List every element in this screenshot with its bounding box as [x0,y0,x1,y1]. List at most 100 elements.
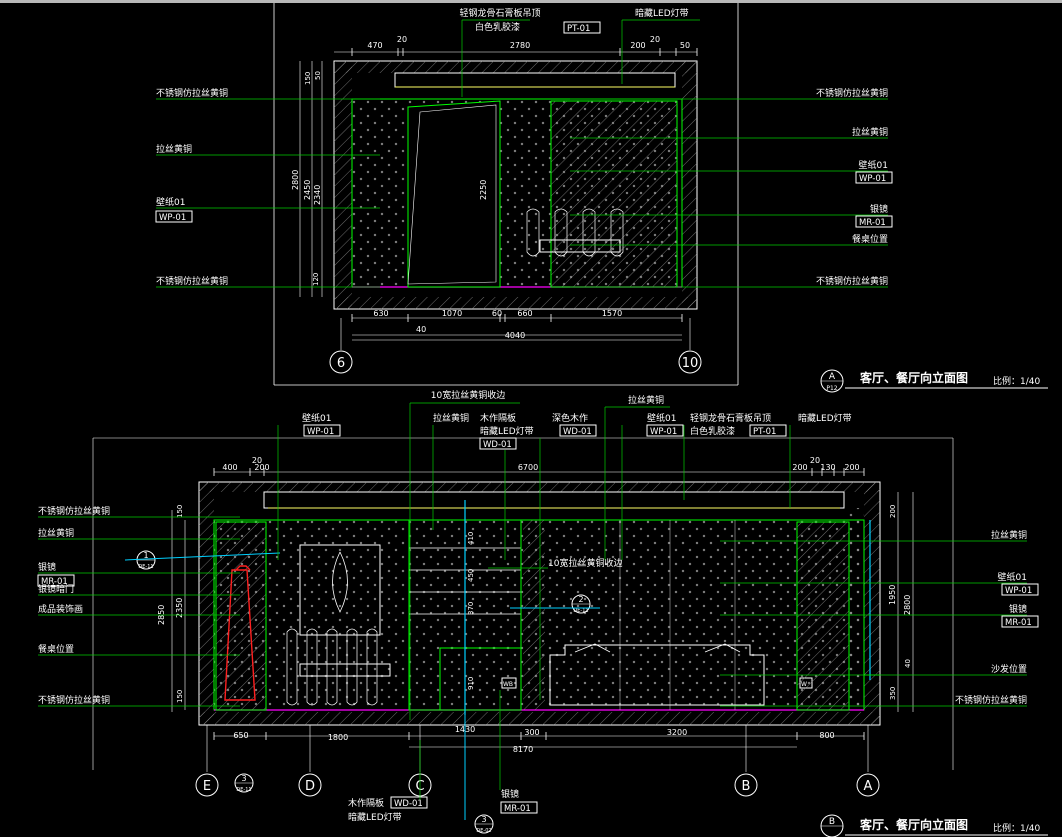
top-right-code: WP-01 [859,174,886,184]
bot-section-mark-num: 3 [241,774,246,783]
top-door [407,100,501,288]
top-dim-top-value: 20 [397,35,407,44]
bot-dim-top-value: 130 [820,463,835,472]
top-right-label: 不锈钢仿拉丝黄铜 [816,275,888,287]
bot-dining-chair [366,628,378,706]
bot-dim-bottom-value: 300 [524,728,539,737]
bot-callout-brass-edge: 10宽拉丝黄铜收边 [431,389,505,401]
top-dining-chair [610,208,624,257]
bot-red-lamp [224,565,256,701]
bot-dining-chair [286,628,298,706]
bot-sofa [549,644,765,706]
bot-dim-v-2800: 2800 [903,595,912,615]
bot-callout-shelf-2: 暗藏LED灯带 [480,425,534,437]
bot-callout-brass-2: 拉丝黄铜 [628,394,664,406]
bot-section-mark-ref: DE-11 [138,564,153,570]
bot-callout-ceiling-code-box [749,424,787,437]
bot-axis-label: E [203,779,211,794]
bot-dim-v-200: 200 [889,505,897,518]
top-dim-bottom-value: 60 [492,309,502,318]
top-axis-bubble [678,350,702,374]
bot-dark-wood [523,520,545,710]
bot-axis-bubble [856,773,880,797]
top-right-label: 壁纸01 [859,159,888,171]
bot-callout-dark-wood-code: WD-01 [563,427,592,437]
bot-right-edge-strip [849,508,864,710]
top-left-label: 拉丝黄铜 [156,143,192,155]
top-dim-v-2450: 2450 [303,180,312,200]
bot-callout-ceiling-2: 白色乳胶漆 [690,425,735,437]
top-dim-top-value: 50 [680,41,690,50]
bot-right-label: 不锈钢仿拉丝黄铜 [955,694,1027,706]
bot-section-mark-ref: DE-11 [573,608,588,614]
top-title-ref: P12 [826,385,837,392]
top-title-scale: 比例：1/40 [993,375,1040,387]
top-dim-v-150: 150 [304,72,312,85]
bot-bottom-callout-shelf: 木作隔板 [348,797,384,809]
top-axis-bubble [329,350,353,374]
top-dim-top-value: 20 [650,35,660,44]
bot-dim-bottom-value: 650 [233,731,248,740]
top-callout-ceiling-1: 轻钢龙骨石膏板吊顶 [459,7,540,19]
bot-dim-sub: 8170 [513,745,533,754]
bot-callout-wp-code-box [646,424,684,437]
bot-left-label: 不锈钢仿拉丝黄铜 [38,694,110,706]
bot-dim-v-1950: 1950 [888,585,897,605]
bot-axis-label: B [742,779,751,794]
bot-axis-bubble [195,773,219,797]
bot-bottom-callout-shelf-code-box [390,796,428,809]
top-right-label: 不锈钢仿拉丝黄铜 [816,87,888,99]
top-dim-bottom-value: 630 [373,309,388,318]
top-dim-v-2340: 2340 [313,185,322,205]
bot-ceiling-slab [199,482,880,492]
top-dim-bottom-value: 660 [517,309,532,318]
top-ceiling-slab [334,61,697,73]
top-callout-ceiling-code-box [563,21,601,34]
bot-title-scale: 比例：1/40 [993,822,1040,834]
top-dim-v-120: 120 [312,273,320,286]
bot-callout-shelf-1: 木作隔板 [480,412,516,424]
bot-left-code-box [37,574,75,587]
bot-section-mark-num: 2 [578,595,583,604]
bot-right-wall [864,482,880,725]
top-right-wall [682,61,697,309]
bot-dim-top-value: 400 [222,463,237,472]
bot-floor-slab [199,712,880,725]
bot-callout-dark-wood-code-box [559,424,597,437]
top-dim-top-value: 470 [367,41,382,50]
bot-sofa-cushions [574,643,741,653]
bot-left-wall [199,482,214,725]
bot-dim-v-2350: 2350 [175,598,184,618]
bot-dining-chair [306,628,318,706]
bot-dim-bottom-value: 3200 [667,728,687,737]
bot-shelf-dim: 370 [467,602,475,615]
bot-right-label: 拉丝黄铜 [991,529,1027,541]
bot-shelf-dim: 410 [467,532,475,545]
bot-callout-wp-left-code-box [303,424,341,437]
bot-axis-label: A [864,779,873,794]
top-dim-bottom-value: 1070 [442,309,462,318]
top-door-leaf [407,104,497,285]
bot-title-text: 客厅、餐厅向立面图 [859,817,968,832]
bot-section-mark-ref: DE-11 [236,787,251,793]
bot-callout-wp-left: 壁纸01 [302,412,331,424]
bot-callout-brass: 拉丝黄铜 [433,412,469,424]
top-title-text: 客厅、餐厅向立面图 [859,370,968,385]
bot-right-label: 银镜 [1009,603,1027,615]
bot-dim-top-value: 20 [252,456,262,465]
window-title-strip [0,0,1062,3]
bot-ceiling-trough [263,491,845,509]
bot-left-code: MR-01 [41,577,68,587]
bot-right-label: 沙发位置 [991,663,1027,675]
bot-decor-painting [299,544,381,636]
top-ceiling-trough [394,72,676,88]
top-left-code: WP-01 [159,213,186,223]
top-axis-label: 10 [682,356,699,371]
bot-axis-bubble [298,773,322,797]
top-dim-40: 40 [416,325,426,334]
top-dining-chair [526,208,540,257]
bot-painting-motif [332,551,348,613]
bot-callout-dark-wood: 深色木作 [552,412,588,424]
bot-callout-ceiling-1: 轻钢龙骨石膏板吊顶 [690,412,771,424]
